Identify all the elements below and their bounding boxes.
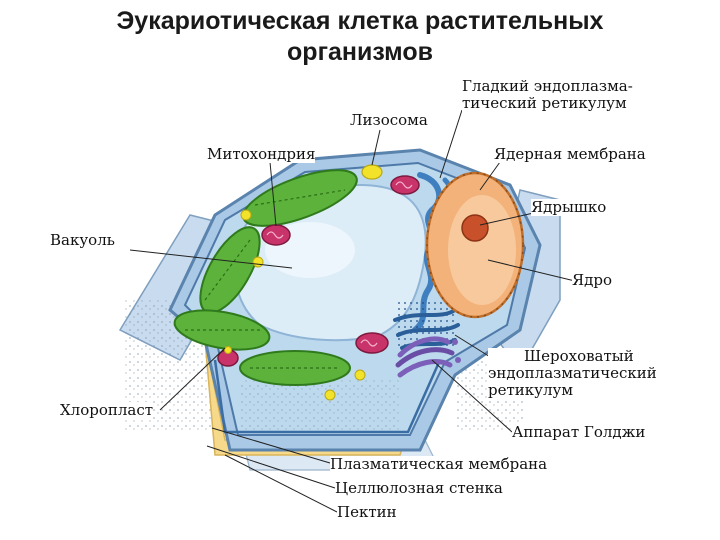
label-smooth-er-line-2: тический ретикулум xyxy=(462,94,627,112)
label-rough-er-line-1: Шероховатый xyxy=(488,347,634,365)
nucleus-group xyxy=(427,173,523,317)
label-lysosome: Лизосома xyxy=(350,112,428,129)
mitochondrion xyxy=(391,176,419,194)
label-rough-er: Шероховатый эндоплазматический ретикулум xyxy=(488,348,657,399)
label-plasma-membrane: Плазматическая мембрана xyxy=(330,456,547,473)
label-vacuole: Вакуоль xyxy=(50,232,115,249)
label-nucleolus: Ядрышко xyxy=(531,199,606,216)
label-smooth-er-line-1: Гладкий эндоплазма- xyxy=(462,77,633,95)
label-smooth-er: Гладкий эндоплазма- тический ретикулум xyxy=(462,78,633,112)
label-pectin: Пектин xyxy=(337,504,397,521)
label-rough-er-line-2: эндоплазматический xyxy=(488,364,657,382)
lysosome xyxy=(325,390,335,400)
label-cellulose-wall: Целлюлозная стенка xyxy=(335,480,503,497)
label-nucleus: Ядро xyxy=(572,272,612,289)
label-rough-er-line-3: ретикулум xyxy=(488,381,573,399)
label-chloroplast: Хлоропласт xyxy=(60,402,153,419)
lysosome xyxy=(362,165,382,179)
label-golgi: Аппарат Голджи xyxy=(512,424,645,441)
label-mitochondria: Митохондрия xyxy=(207,146,315,163)
nucleoplasm xyxy=(448,195,516,305)
lysosome xyxy=(225,347,232,354)
lysosome xyxy=(355,370,365,380)
label-nuclear-membrane: Ядерная мембрана xyxy=(494,146,646,163)
bottom-face-dots xyxy=(240,380,400,430)
mitochondrion xyxy=(356,333,388,353)
mitochondrion xyxy=(262,225,290,245)
lysosome xyxy=(241,210,251,220)
nucleolus xyxy=(462,215,488,241)
lysosome xyxy=(253,257,263,267)
